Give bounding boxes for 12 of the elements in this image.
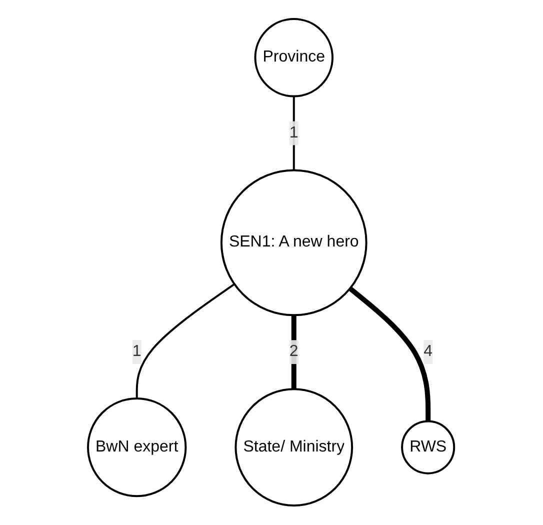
connector [292,315,297,390]
node-circle: Province [254,18,334,98]
edge-label: 1 [290,124,299,142]
connector [348,286,432,422]
edge-label: 1 [132,343,142,360]
node-circle: RWS [402,420,456,475]
edge-label: 4 [424,343,433,360]
edge-label: 2 [290,343,299,360]
node-circle: SEN1: A new hero [220,170,368,316]
node-circle: BwN expert [87,398,188,498]
node-circle: State/ Ministry [235,388,354,507]
connector [136,284,236,399]
